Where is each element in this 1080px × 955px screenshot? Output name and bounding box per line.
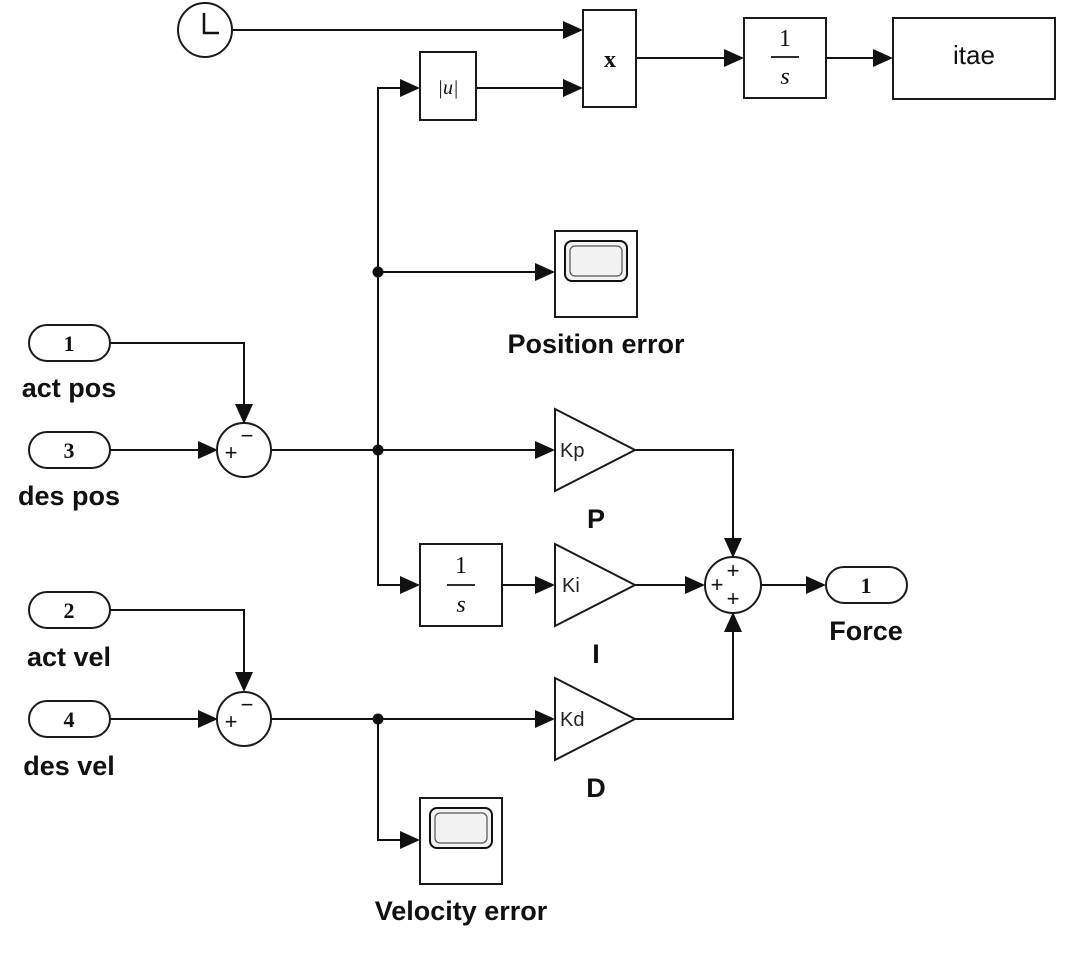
inport-act-vel-label: act vel [27, 642, 111, 672]
junction-dot [372, 444, 384, 456]
sum-velocity-plus: + [225, 709, 238, 734]
inport-act-pos-label: act pos [22, 373, 117, 403]
gain-kp-label: Kp [560, 440, 584, 462]
sum-pid-block[interactable]: + + + [704, 556, 762, 614]
arrow-head [400, 576, 420, 594]
integrator-i-den: s [456, 592, 465, 618]
arrow-head [724, 612, 742, 632]
arrow-head [685, 576, 705, 594]
scope-icon [429, 807, 493, 849]
inport-act-vel-number: 2 [64, 598, 75, 623]
arrow-head [235, 672, 253, 692]
gain-p-label: P [587, 504, 605, 534]
junction-dot [372, 266, 384, 278]
inport-act-pos[interactable]: 1 [28, 324, 111, 362]
wire-to-integrator-i [377, 450, 404, 586]
arrow-head [535, 263, 555, 281]
wire-kp-to-sum [635, 449, 734, 539]
sum-position-block[interactable]: + − [216, 422, 272, 478]
arrow-head [563, 79, 583, 97]
arrow-head [235, 404, 253, 424]
wires [110, 21, 893, 849]
gain-kd-label: Kd [560, 709, 584, 731]
clock-icon [202, 13, 219, 35]
inport-des-vel-number: 4 [64, 707, 75, 732]
outport-force[interactable]: 1 [825, 566, 908, 604]
arrow-head [198, 710, 218, 728]
outport-force-label: Force [829, 616, 903, 646]
gain-ki-block[interactable]: Ki [554, 542, 638, 628]
wire-to-velocity-scope [377, 719, 404, 841]
gain-kp-block[interactable]: Kp [554, 407, 638, 493]
abs-label: |u| [438, 77, 459, 99]
outport-force-number: 1 [861, 573, 872, 598]
itae-label: itae [953, 40, 995, 70]
product-label: x [604, 47, 616, 73]
wire-act-pos-to-sum [110, 342, 245, 406]
wire-kd-to-sum [635, 631, 734, 720]
integrator-top-block[interactable]: 1 s [743, 17, 827, 99]
arrow-head [806, 576, 826, 594]
integrator-i-num: 1 [455, 553, 467, 579]
scope-icon [564, 240, 628, 282]
arrow-head [400, 79, 420, 97]
sum-pid-sign-left: + [711, 572, 724, 597]
inport-act-pos-number: 1 [64, 331, 75, 356]
arrow-head [724, 49, 744, 67]
arrow-head [535, 441, 555, 459]
abs-block[interactable]: |u| [419, 51, 477, 121]
inport-des-vel-label: des vel [23, 751, 115, 781]
wire-act-vel-to-sum [110, 609, 245, 674]
position-scope-block[interactable] [554, 230, 638, 318]
sum-position-minus: − [241, 423, 254, 448]
gain-d-label: D [586, 773, 606, 803]
gain-ki-label: Ki [562, 575, 580, 597]
arrow-head [563, 21, 583, 39]
arrow-head [873, 49, 893, 67]
inport-des-pos-number: 3 [64, 438, 75, 463]
arrow-head [535, 576, 555, 594]
integrator-top-num: 1 [779, 26, 791, 52]
arrow-head [724, 538, 742, 558]
junction-dot [372, 713, 384, 725]
sum-velocity-minus: − [241, 692, 254, 717]
inport-des-pos-label: des pos [18, 481, 120, 511]
velocity-scope-label: Velocity error [375, 896, 548, 926]
sum-position-plus: + [225, 440, 238, 465]
inport-des-pos[interactable]: 3 [28, 431, 111, 469]
inport-act-vel[interactable]: 2 [28, 591, 111, 629]
gain-kd-block[interactable]: Kd [554, 676, 638, 762]
integrator-i-block[interactable]: 1 s [419, 543, 503, 627]
arrow-head [400, 831, 420, 849]
velocity-scope-block[interactable] [419, 797, 503, 885]
arrow-head [535, 710, 555, 728]
inport-des-vel[interactable]: 4 [28, 700, 111, 738]
product-block[interactable]: x [582, 9, 637, 108]
itae-block[interactable]: itae [892, 17, 1056, 100]
wire-error-trunk [377, 87, 405, 450]
gain-i-label: I [592, 639, 600, 669]
integrator-top-den: s [780, 64, 789, 90]
sum-pid-sign-top: + [727, 558, 740, 583]
clock-block[interactable] [177, 2, 233, 58]
position-scope-label: Position error [507, 329, 685, 359]
sum-velocity-block[interactable]: + − [216, 691, 272, 747]
arrow-head [198, 441, 218, 459]
sum-pid-sign-bottom: + [727, 586, 740, 611]
